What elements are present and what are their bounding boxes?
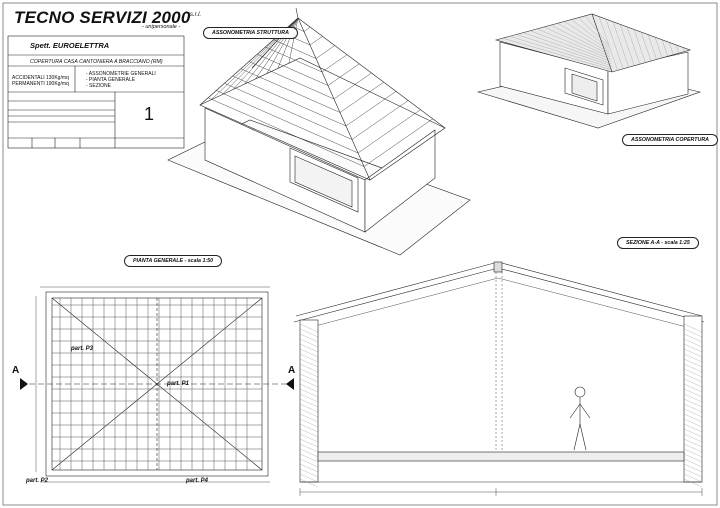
client-name: Spett. EUROELETTRA (30, 41, 110, 50)
plan-part-p3: part. P3 (71, 346, 94, 352)
wall-hatch (299, 323, 703, 488)
content-item-2: - PIANTA GENERALE (86, 77, 136, 83)
company-name: TECNO SERVIZI 2000 (14, 8, 191, 27)
label-section: SEZIONE A-A - scala 1:25 (617, 237, 699, 249)
load-label-2: PERMANENTI (12, 81, 45, 87)
section-drawing (293, 261, 705, 496)
label-axo-roof: ASSONOMETRIA COPERTURA (622, 134, 718, 146)
label-plan: PIANTA GENERALE - scala 1:50 (124, 255, 223, 267)
plan-rafters (52, 298, 262, 470)
section-mark-right: A (288, 365, 296, 376)
roof-tile-texture (502, 15, 685, 71)
project-title: COPERTURA CASA CANTONIERA A BRACCIANO (R… (30, 59, 163, 65)
title-block (7, 35, 185, 149)
content-item-3: - SEZIONE (86, 83, 112, 89)
label-axo-structure: ASSONOMETRIA STRUTTURA (203, 27, 298, 39)
plan-part-p4: part. P4 (186, 478, 209, 484)
roof-rafters (208, 17, 433, 167)
load-value-1: 130Kg/mq (46, 75, 69, 81)
content-item-1: - ASSONOMETRIE GENERALI (86, 71, 156, 77)
load-label-1: ACCIDENTALI (12, 75, 45, 81)
axo-roof-drawing (476, 13, 702, 129)
sheet-number: 1 (144, 104, 155, 124)
company-suffix: s.r.l. (190, 12, 202, 18)
axo-structure-drawing (167, 7, 471, 256)
plan-part-p2: part. P2 (26, 478, 49, 484)
plan-part-p1: part. P1 (167, 381, 190, 387)
company-tag: - unipersonale - (142, 24, 181, 30)
load-value-2: 190Kg/mq (46, 81, 69, 87)
section-mark-left: A (12, 365, 20, 376)
plan-drawing (20, 286, 294, 483)
section-arrows (20, 378, 294, 390)
